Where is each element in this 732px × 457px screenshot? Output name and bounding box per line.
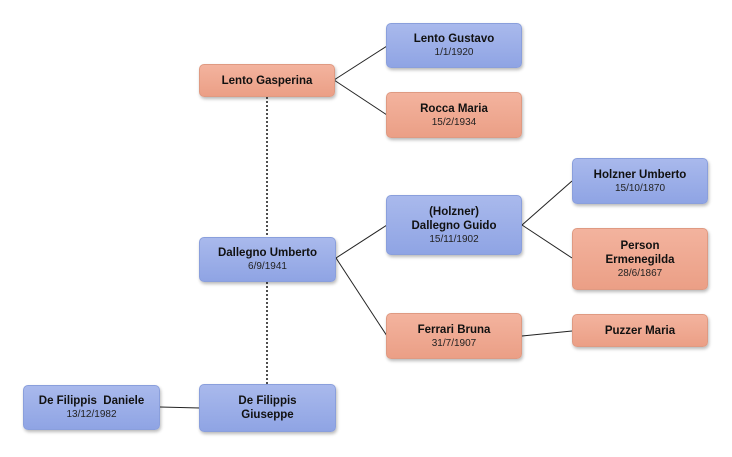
person-name-line1: De Filippis <box>238 395 297 407</box>
person-birth-date: 28/6/1867 <box>617 267 663 279</box>
person-node-dallegno-guido[interactable]: (Holzner) Dallegno Guido 15/11/1902 <box>386 195 522 255</box>
person-node-holzner-umberto[interactable]: Holzner Umberto 15/10/1870 <box>572 158 708 204</box>
person-name: Lento Gustavo <box>413 33 495 45</box>
person-name-line2: Dallegno Guido <box>411 219 497 232</box>
person-node-rocca-maria[interactable]: Rocca Maria 15/2/1934 <box>386 92 522 138</box>
edge-bruna-puzzer <box>521 330 573 337</box>
person-name-line1: (Holzner) <box>429 205 479 218</box>
edge-umberto-bruna <box>335 257 388 337</box>
person-node-person-ermenegilda[interactable]: Person Ermenegilda 28/6/1867 <box>572 228 708 290</box>
person-birth-date: 15/10/1870 <box>614 182 666 194</box>
person-name: De Filippis Daniele <box>38 395 145 407</box>
edge-guido-holzner <box>521 180 573 226</box>
edge-gasperina-gustavo <box>333 45 388 81</box>
edge-daniele-giuseppe <box>159 406 201 409</box>
person-name-line2: Giuseppe <box>241 409 294 421</box>
person-node-lento-gustavo[interactable]: Lento Gustavo 1/1/1920 <box>386 23 522 68</box>
person-birth-date: 31/7/1907 <box>431 337 477 349</box>
person-node-defilippis-daniele[interactable]: De Filippis Daniele 13/12/1982 <box>23 385 160 430</box>
person-birth-date: 1/1/1920 <box>434 47 474 58</box>
person-node-ferrari-bruna[interactable]: Ferrari Bruna 31/7/1907 <box>386 313 522 359</box>
person-name: Holzner Umberto <box>593 168 687 181</box>
person-name: Ferrari Bruna <box>417 323 491 336</box>
edge-guido-ermenegilda <box>521 224 573 259</box>
person-name-line2: Ermenegilda <box>605 253 675 266</box>
person-node-defilippis-giuseppe[interactable]: De Filippis Giuseppe <box>199 384 336 432</box>
person-birth-date: 6/9/1941 <box>248 261 287 272</box>
person-node-dallegno-umberto[interactable]: Dallegno Umberto 6/9/1941 <box>199 237 336 282</box>
person-name-line1: Person <box>620 239 660 252</box>
edge-gasperina-rocca <box>333 79 388 116</box>
person-name: Rocca Maria <box>420 102 488 115</box>
person-name: Lento Gasperina <box>221 74 313 87</box>
person-birth-date: 15/2/1934 <box>431 116 477 128</box>
edge-umberto-guido <box>335 224 388 259</box>
person-birth-date: 13/12/1982 <box>66 409 117 420</box>
person-node-lento-gasperina[interactable]: Lento Gasperina <box>199 64 335 97</box>
person-node-puzzer-maria[interactable]: Puzzer Maria <box>572 314 708 347</box>
person-name: Puzzer Maria <box>604 324 676 337</box>
person-name: Dallegno Umberto <box>217 247 318 259</box>
person-birth-date: 15/11/1902 <box>429 233 479 245</box>
